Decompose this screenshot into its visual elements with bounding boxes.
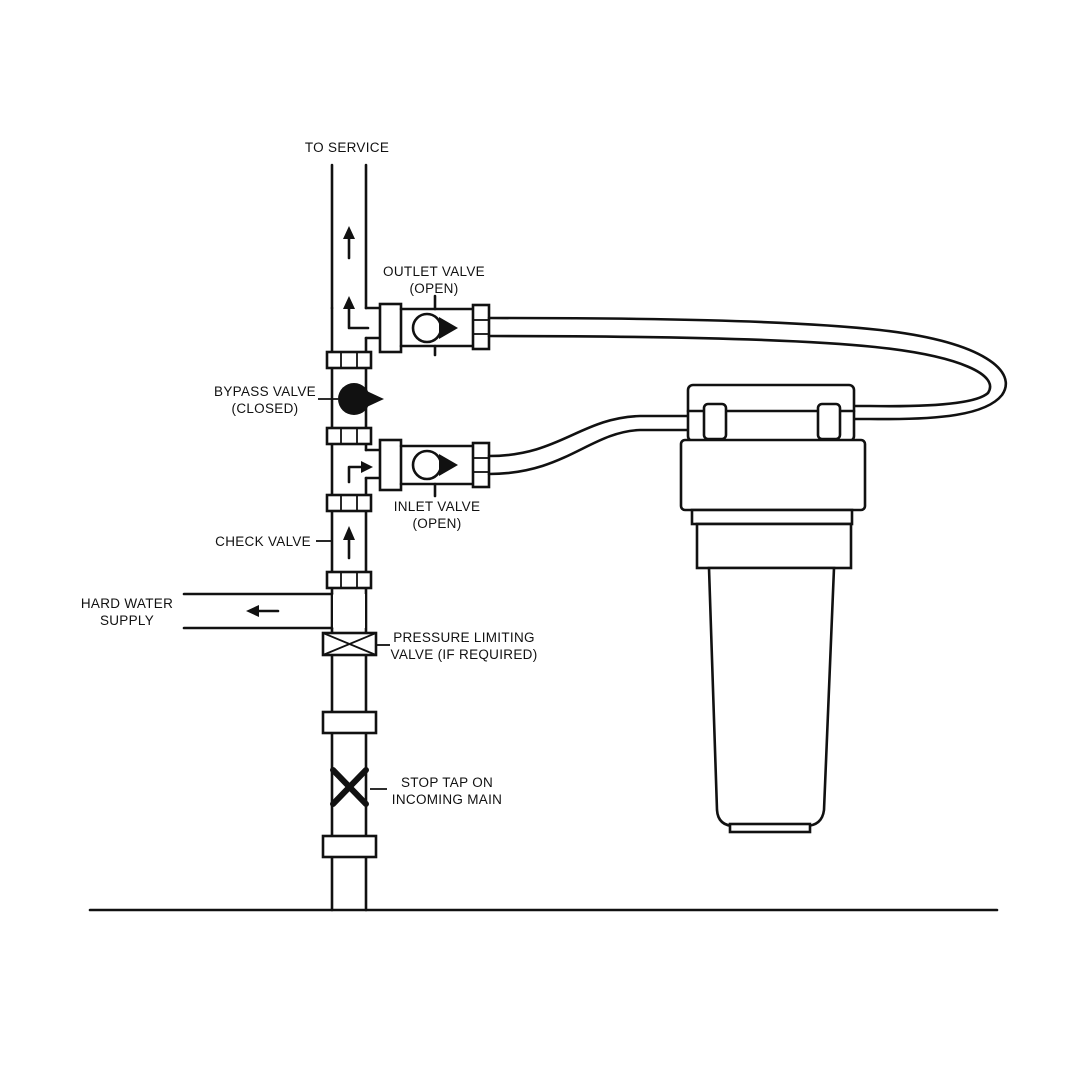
label-bypass-valve-line1: BYPASS VALVE (214, 384, 316, 399)
label-to-service: TO SERVICE (305, 140, 389, 155)
pipe-collar-upper (321, 710, 378, 735)
label-outlet-valve-line1: OUTLET VALVE (383, 264, 485, 279)
inlet-hose (487, 414, 690, 476)
hard-water-supply-pipe (182, 592, 365, 630)
label-inlet-valve-line1: INLET VALVE (394, 499, 481, 514)
pressure-limiting-valve-icon (321, 631, 378, 657)
label-hard-water-line1: HARD WATER (81, 596, 173, 611)
pipe-union-mid (325, 426, 373, 446)
label-bypass-valve-line2: (CLOSED) (232, 401, 299, 416)
label-pressure-valve-line2: VALVE (IF REQUIRED) (391, 647, 538, 662)
pipe-union-top (325, 350, 373, 370)
stop-tap-icon (330, 767, 369, 807)
pipe-union-bottom (325, 570, 373, 590)
supply-flow-arrow (246, 605, 280, 617)
pipe-collar-lower (321, 834, 378, 859)
label-hard-water-line2: SUPPLY (100, 613, 154, 628)
water-filter-housing (679, 383, 867, 834)
label-check-valve: CHECK VALVE (215, 534, 311, 549)
inlet-turn-arrow (347, 461, 373, 484)
outlet-valve-assembly (378, 294, 491, 357)
label-stop-tap-line1: STOP TAP ON (401, 775, 493, 790)
pipe-union-lower (325, 493, 373, 513)
outlet-turn-arrow (343, 296, 370, 330)
inlet-valve-assembly (378, 438, 491, 498)
service-flow-arrow (343, 226, 355, 260)
outlet-hose (487, 316, 1008, 421)
label-inlet-valve-line2: (OPEN) (412, 516, 461, 531)
label-stop-tap-line2: INCOMING MAIN (392, 792, 502, 807)
check-valve-arrow (343, 526, 355, 560)
bypass-valve-icon (338, 383, 384, 415)
label-pressure-valve-line1: PRESSURE LIMITING (393, 630, 535, 645)
label-outlet-valve-line2: (OPEN) (409, 281, 458, 296)
